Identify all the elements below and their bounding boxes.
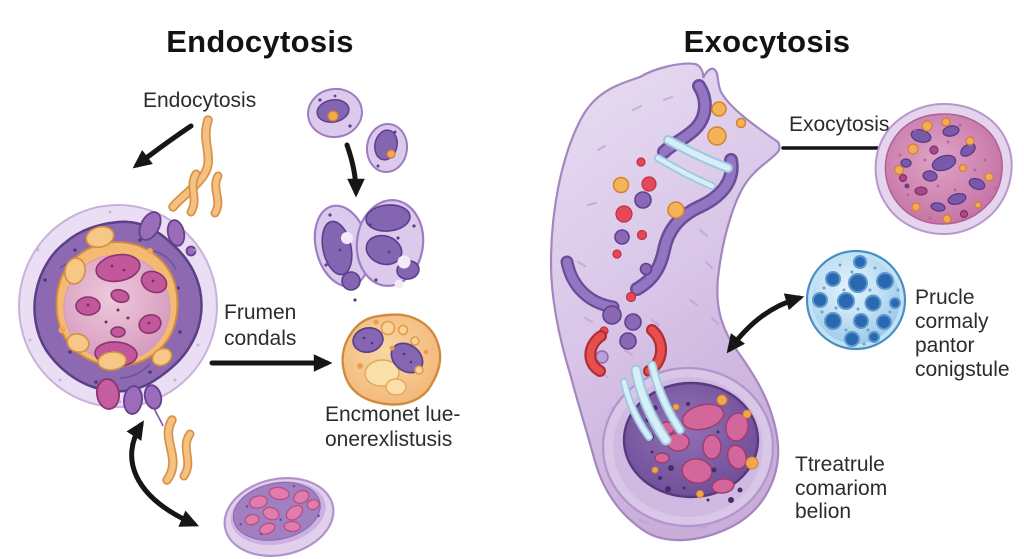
maturation-arrow bbox=[344, 142, 365, 198]
pathogen-squiggles-bottom bbox=[162, 415, 195, 485]
cyan-strips-lower bbox=[620, 360, 685, 446]
right-panel-title: Exocytosis bbox=[683, 24, 851, 59]
endocytosis-pointer-label: Endocytosis bbox=[143, 89, 257, 112]
ttreatrule-label: Ttreatrule comariom belion bbox=[795, 453, 887, 524]
halo-speckles bbox=[28, 210, 200, 404]
secreted-cell bbox=[874, 102, 1013, 236]
prucle-label-line3: pantor bbox=[915, 334, 975, 357]
frumen-label-line2: condals bbox=[224, 327, 297, 350]
ttreatrule-label-line2: comariom bbox=[795, 476, 888, 500]
cyan-strips-upper bbox=[654, 135, 733, 190]
vesicle-speckles bbox=[239, 484, 320, 536]
blue-cell bbox=[805, 249, 907, 351]
orange-cell-dots bbox=[357, 319, 429, 375]
endocytosis-cell bbox=[18, 204, 218, 427]
secreted-cell-orange-dots bbox=[893, 117, 994, 224]
transport-dots bbox=[595, 101, 747, 364]
left-panel-title: Endocytosis bbox=[166, 24, 354, 59]
orange-cell bbox=[341, 313, 442, 406]
orange-ring-blobs bbox=[58, 225, 173, 371]
endocytosis-panel bbox=[18, 87, 442, 557]
frumen-label: Frumen condals bbox=[224, 300, 296, 352]
nucleus-orange-dots bbox=[651, 394, 759, 498]
prucle-label-line4: conigstule bbox=[915, 358, 1010, 381]
vesicle-pink-blobs bbox=[244, 486, 320, 535]
prucle-label: Prucle cormaly pantor conigstule bbox=[915, 286, 1010, 382]
er-ribbons bbox=[560, 79, 739, 314]
cytoplasm-dashes bbox=[576, 95, 720, 530]
encmonet-label: Encmonet lue- onerexlistusis bbox=[325, 402, 460, 452]
exocytosis-panel bbox=[549, 62, 1013, 542]
recycle-double-arrow bbox=[126, 420, 200, 527]
secreted-cell-magenta-blobs bbox=[898, 145, 969, 219]
blue-cell-granules bbox=[812, 255, 901, 347]
exocytosis-pointer-label: Exocytosis bbox=[789, 113, 890, 136]
lobed-cells bbox=[313, 199, 425, 302]
secreted-cell-purple-blobs bbox=[900, 125, 986, 212]
small-vesicle-cells bbox=[307, 87, 409, 173]
pathogen-squiggles-top bbox=[168, 115, 223, 218]
exocytosis-cell bbox=[549, 62, 781, 542]
budding-vesicles-top bbox=[138, 211, 197, 257]
frumen-label-line1: Frumen bbox=[224, 301, 297, 324]
nucleus-pink-blobs bbox=[654, 403, 749, 494]
lobed-cell-dots bbox=[324, 213, 416, 302]
encmonet-label-line2: onerexlistusis bbox=[325, 428, 453, 451]
budding-vesicles-bottom bbox=[96, 378, 164, 427]
prucle-label-line1: Prucle bbox=[915, 286, 975, 309]
ttreatrule-label-line1: Ttreatrule bbox=[795, 453, 885, 476]
ttreatrule-label-line3: belion bbox=[795, 500, 852, 523]
blue-cell-speckles bbox=[820, 263, 900, 346]
exchange-double-arrow bbox=[726, 293, 805, 354]
endocytosis-arrow bbox=[132, 123, 194, 169]
secreted-cell-speckles bbox=[898, 123, 997, 220]
prucle-label-line2: cormaly bbox=[915, 310, 989, 333]
membrane-vesicle bbox=[223, 477, 335, 557]
encmonet-label-line1: Encmonet lue- bbox=[325, 403, 461, 426]
